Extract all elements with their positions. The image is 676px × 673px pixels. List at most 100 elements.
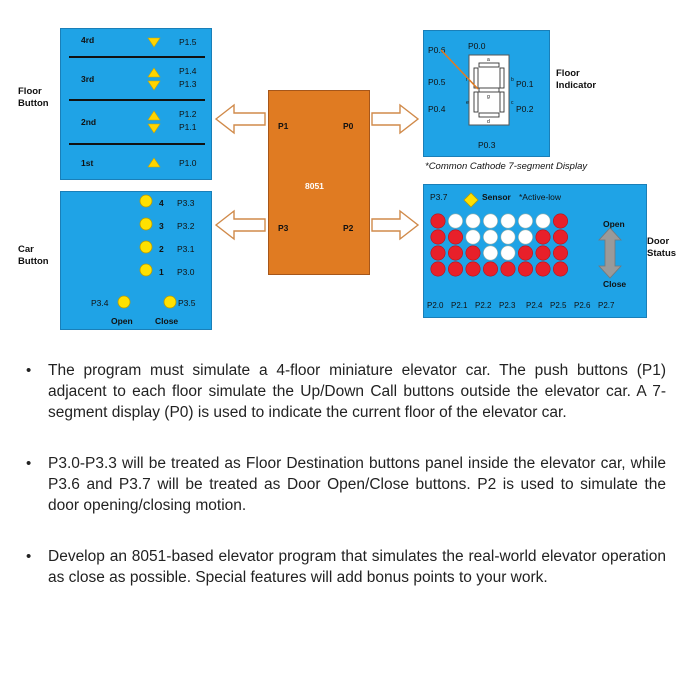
segment-e <box>473 91 479 113</box>
pin-p0-5: P0.5 <box>428 77 446 87</box>
up-arrow-icon[interactable] <box>147 67 161 78</box>
door-led <box>500 245 516 261</box>
requirements-list: • The program must simulate a 4-floor mi… <box>26 360 666 618</box>
port-label-p1-2: P1.2 <box>179 109 197 119</box>
door-led <box>447 245 463 261</box>
door-port-p2-2: P2.2 <box>475 301 492 310</box>
segment-label-g: g <box>487 94 490 100</box>
door-led <box>500 261 516 277</box>
door-led <box>430 245 446 261</box>
segment-c <box>499 91 505 113</box>
door-led <box>517 229 533 245</box>
door-led <box>482 245 498 261</box>
left-arrow-icon <box>214 103 266 135</box>
bullet-text: P3.0-P3.3 will be treated as Floor Desti… <box>48 455 666 514</box>
up-arrow-icon[interactable] <box>147 110 161 121</box>
door-led <box>465 261 481 277</box>
list-item: • The program must simulate a 4-floor mi… <box>26 360 666 423</box>
floor-label-3: 3rd <box>81 74 95 84</box>
list-item: • Develop an 8051-based elevator program… <box>26 546 666 588</box>
car-button-4[interactable] <box>139 194 153 208</box>
port-label-p1-5: P1.5 <box>179 37 197 47</box>
car-button-1[interactable] <box>139 263 153 277</box>
segment-label-d: d <box>487 119 490 125</box>
door-led <box>447 229 463 245</box>
door-port-p2-7: P2.7 <box>598 301 615 310</box>
car-button-num-4: 4 <box>159 198 164 208</box>
floor-divider <box>69 56 205 58</box>
down-arrow-icon[interactable] <box>147 123 161 134</box>
car-port-p3-2: P3.2 <box>177 221 195 231</box>
car-port-p3-3: P3.3 <box>177 198 195 208</box>
car-open-label: Open <box>111 316 133 326</box>
list-item: • P3.0-P3.3 will be treated as Floor Des… <box>26 453 666 516</box>
door-led <box>465 213 481 229</box>
open-close-arrow-icon <box>598 227 622 279</box>
door-led <box>552 229 568 245</box>
car-button-num-1: 1 <box>159 267 164 277</box>
car-button-num-2: 2 <box>159 244 164 254</box>
sensor-port-label: P3.7 <box>430 192 448 202</box>
door-led <box>535 213 551 229</box>
door-led <box>465 245 481 261</box>
door-led <box>482 213 498 229</box>
car-port-p3-1: P3.1 <box>177 244 195 254</box>
door-port-p2-4: P2.4 <box>526 301 543 310</box>
port-label-p1-4: P1.4 <box>179 66 197 76</box>
mcu-8051-block: P1 P0 8051 P3 P2 <box>268 90 370 275</box>
down-arrow-icon[interactable] <box>147 80 161 91</box>
door-led <box>447 261 463 277</box>
car-button-num-3: 3 <box>159 221 164 231</box>
floor-label-1: 1st <box>81 158 94 168</box>
port-label-p1-3: P1.3 <box>179 79 197 89</box>
car-button-title: Car Button <box>18 244 49 267</box>
pin-p0-1: P0.1 <box>516 79 534 89</box>
door-led <box>517 245 533 261</box>
door-port-p2-1: P2.1 <box>451 301 468 310</box>
floor-divider <box>69 99 205 101</box>
floor-indicator-title: Floor Indicator <box>556 68 597 91</box>
sensor-icon[interactable] <box>463 192 479 208</box>
door-led <box>500 229 516 245</box>
car-close-label: Close <box>155 316 179 326</box>
door-led <box>482 229 498 245</box>
door-led <box>430 213 446 229</box>
door-led-matrix <box>430 213 568 277</box>
mcu-port-p0: P0 <box>343 121 354 131</box>
pin-p0-6: P0.6 <box>428 45 446 55</box>
car-port-p3-0: P3.0 <box>177 267 195 277</box>
door-close-label: Close <box>603 279 627 289</box>
port-label-p1-0: P1.0 <box>179 158 197 168</box>
door-port-p2-3: P2.3 <box>499 301 516 310</box>
mcu-name: 8051 <box>305 181 324 191</box>
mcu-port-p2: P2 <box>343 223 354 233</box>
car-open-button[interactable] <box>117 295 131 309</box>
down-arrow-icon[interactable] <box>147 37 161 48</box>
door-led <box>465 229 481 245</box>
seven-segment-note: *Common Cathode 7-segment Display <box>425 161 588 172</box>
mcu-port-p3: P3 <box>278 223 289 233</box>
door-led <box>535 245 551 261</box>
pin-p0-4: P0.4 <box>428 104 446 114</box>
segment-d <box>478 112 500 118</box>
pin-p0-0: P0.0 <box>468 41 486 51</box>
door-open-label: Open <box>603 219 625 229</box>
pin-p0-2: P0.2 <box>516 104 534 114</box>
car-button-3[interactable] <box>139 217 153 231</box>
door-status-title: Door Status <box>647 236 676 259</box>
door-led <box>500 213 516 229</box>
door-led <box>535 261 551 277</box>
pin-p0-3: P0.3 <box>478 140 496 150</box>
car-close-button[interactable] <box>163 295 177 309</box>
segment-label-b: b <box>511 77 514 83</box>
right-arrow-icon <box>371 103 420 135</box>
floor-label-2: 2nd <box>81 117 97 127</box>
sensor-label: Sensor <box>482 192 511 202</box>
port-label-p1-1: P1.1 <box>179 122 197 132</box>
seven-segment-display: a b c d e f g <box>440 49 514 126</box>
car-button-2[interactable] <box>139 240 153 254</box>
door-port-p2-5: P2.5 <box>550 301 567 310</box>
up-arrow-icon[interactable] <box>147 157 161 168</box>
door-led <box>517 213 533 229</box>
